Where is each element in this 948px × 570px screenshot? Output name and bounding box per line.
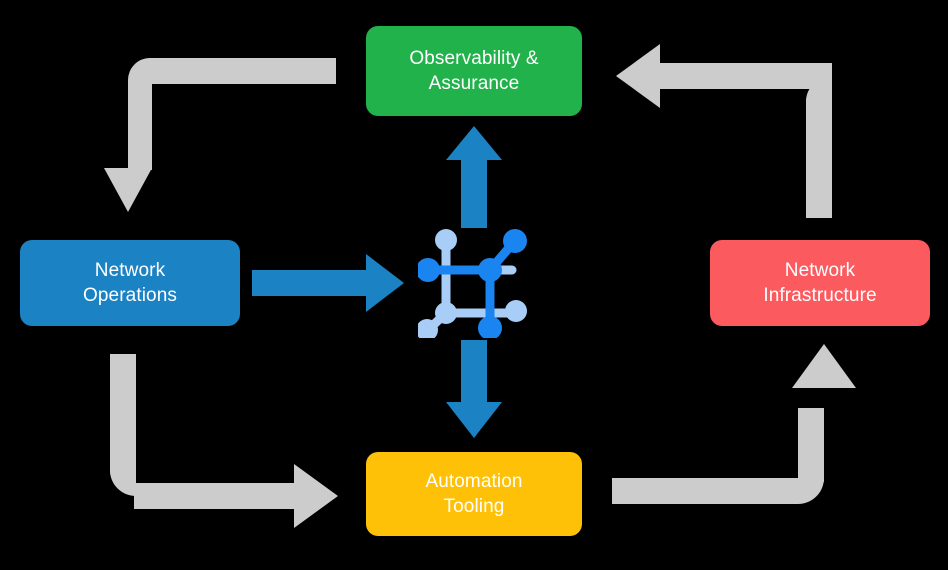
connector-infrastructure-to-observability bbox=[616, 44, 832, 218]
node-network-operations-label: Network Operations bbox=[83, 259, 177, 306]
topology-light-nodes bbox=[418, 229, 527, 338]
node-observability-assurance[interactable]: Observability & Assurance bbox=[366, 26, 582, 116]
node-network-infrastructure[interactable]: Network Infrastructure bbox=[710, 240, 930, 326]
network-topology-icon bbox=[418, 229, 527, 338]
connector-automation-to-infrastructure bbox=[612, 344, 856, 504]
node-network-operations[interactable]: Network Operations bbox=[20, 240, 240, 326]
node-automation-tooling[interactable]: Automation Tooling bbox=[366, 452, 582, 536]
connector-hub-to-observability bbox=[446, 126, 502, 228]
connector-ops-to-automation bbox=[110, 354, 338, 528]
connector-hub-to-automation bbox=[446, 340, 502, 438]
node-observability-label: Observability & Assurance bbox=[409, 47, 539, 94]
topology-dark-nodes bbox=[418, 229, 527, 338]
connector-observability-to-ops bbox=[104, 58, 336, 212]
connector-ops-to-hub bbox=[252, 254, 404, 312]
node-automation-tooling-label: Automation Tooling bbox=[425, 470, 523, 517]
node-network-infrastructure-label: Network Infrastructure bbox=[763, 259, 877, 306]
